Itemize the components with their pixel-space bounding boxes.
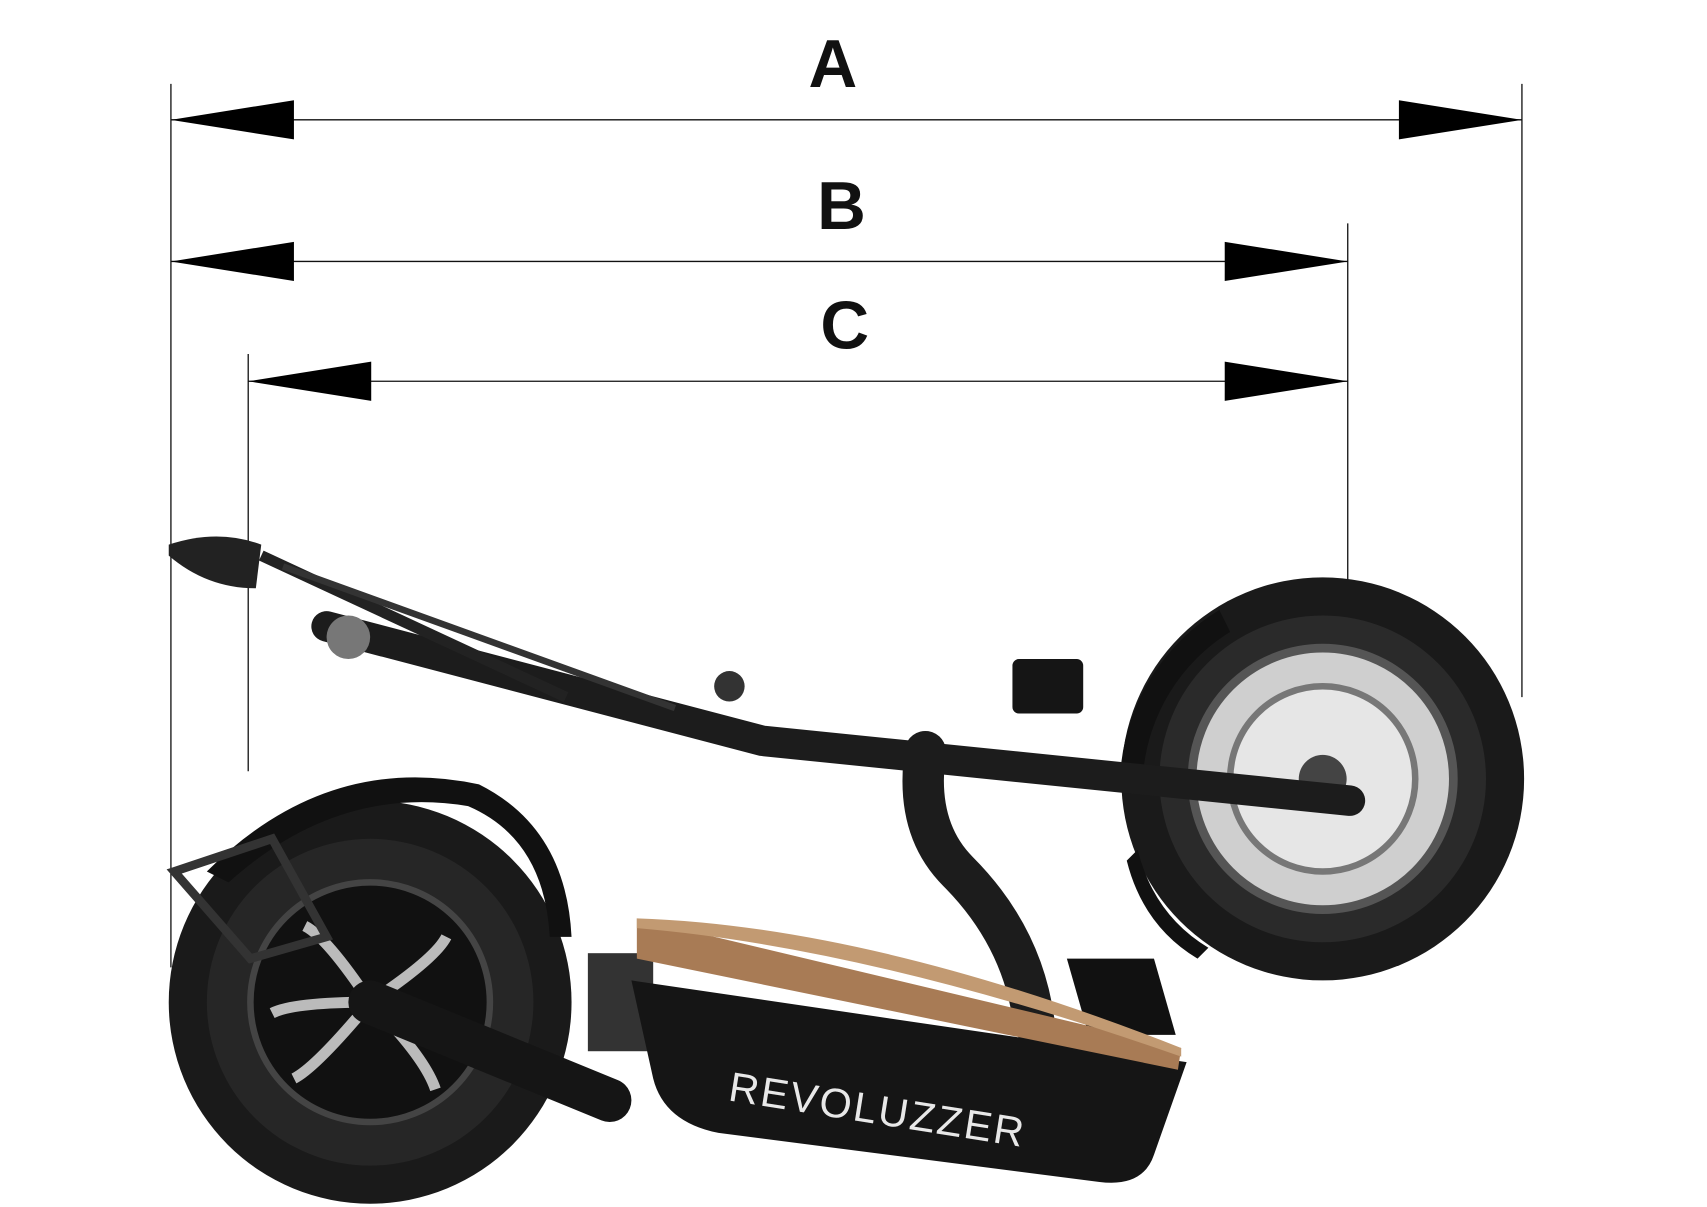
arrowhead-right-icon [1398,100,1522,140]
scooter-illustration: REVOLUZZER [166,536,1525,1204]
extension-lines [170,83,1523,968]
grip [168,536,262,589]
rear-fender [206,777,572,937]
front-wheel [1121,577,1525,981]
arrowhead-right-icon [1224,361,1348,401]
dimension-label-b: B [817,169,866,244]
headlight [1012,659,1084,714]
arrowhead-right-icon [1224,241,1348,282]
dimension-label-a: A [808,27,857,102]
dimension-a: A [170,27,1522,140]
stem [168,536,1366,1045]
deck: REVOLUZZER [631,918,1187,1183]
arrowhead-left-icon [248,361,372,401]
dimension-b: B [170,169,1348,282]
dimension-label-c: C [820,289,869,364]
arrowhead-left-icon [170,100,294,140]
dimension-c: C [248,289,1348,401]
arrowhead-left-icon [170,241,294,282]
